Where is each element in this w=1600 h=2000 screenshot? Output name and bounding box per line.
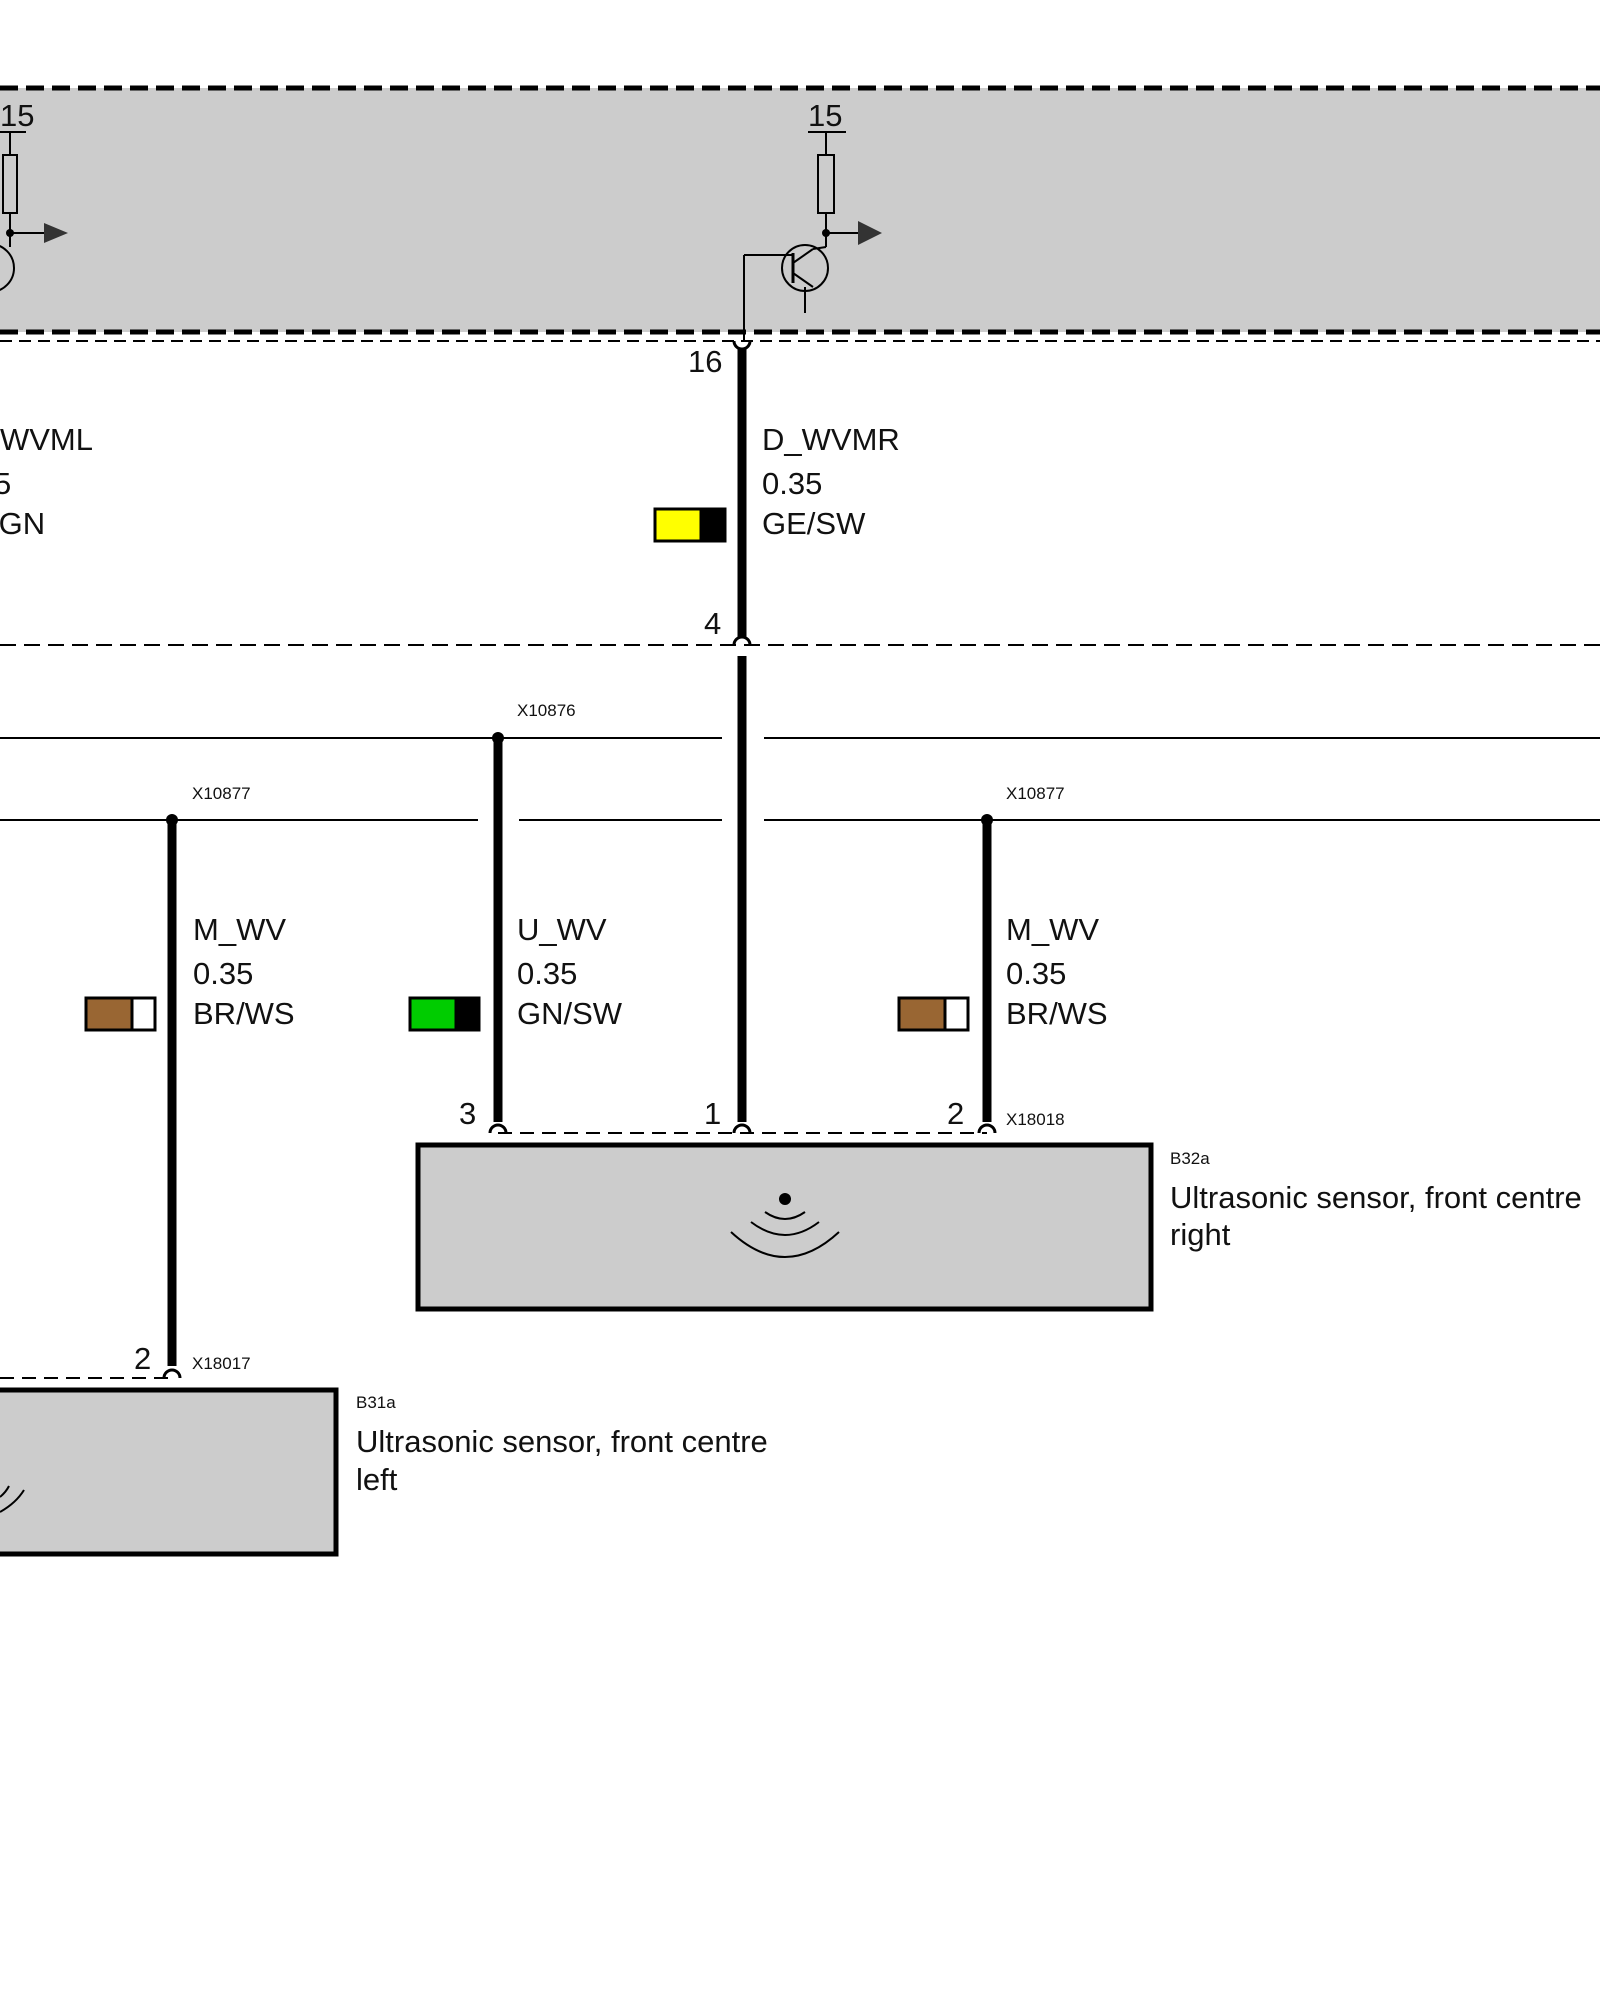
transistor-icon [0,245,15,291]
arrow-icon [858,221,882,245]
pin-3-label: 3 [459,1096,476,1131]
sensor-right [415,1142,1154,1312]
output-stage-right: 15 [743,98,882,341]
splice-x10877-left-label: X10877 [192,784,251,803]
pin-3-connector [488,1123,508,1134]
sensor-left-name-line2: left [356,1462,398,1497]
partial-wire-gauge: 5 [0,466,11,501]
pin-4-label: 4 [704,606,721,641]
pin-16-connector [732,340,752,351]
pin-2-label-left: 2 [134,1341,151,1376]
sensor-right-id: B32a [1170,1149,1210,1168]
sensor-left-body [0,1387,339,1557]
pin-1-label: 1 [704,1096,721,1131]
sensor-left-name-line1: Ultrasonic sensor, front centre [356,1424,768,1459]
wire-d-wvmr-signal: D_WVMR [762,422,900,457]
pin-2-connector-right [977,1123,997,1134]
sensor-right-name-line2: right [1170,1217,1231,1252]
connector-x18017-label: X18017 [192,1354,251,1373]
pin-2-connector-left [162,1368,182,1379]
wire-m-wv-right-signal: M_WV [1006,912,1099,947]
partial-wire-signal: WVML [0,422,93,457]
sensor-left [0,1387,339,1557]
color-swatch-ge-sw [653,507,727,543]
ultrasonic-icon [730,1193,840,1258]
sensor-left-id: B31a [356,1393,396,1412]
wire-d-wvmr-color: GE/SW [762,506,866,541]
control-unit: 15 15 [0,85,1600,342]
wire-d-wvmr-gauge: 0.35 [762,466,822,501]
color-swatch-gn-sw [408,996,481,1032]
splice-x10876-label: X10876 [517,701,576,720]
wire-u-wv-color: GN/SW [517,996,623,1031]
output-stage-left: 15 [0,98,68,291]
resistor-left [2,154,18,214]
sensor-right-body [415,1142,1154,1312]
pin-4-connector [732,635,752,646]
wire-m-wv-left-color: BR/WS [193,996,295,1031]
terminal-15-right: 15 [808,98,842,133]
wire-u-wv-signal: U_WV [517,912,607,947]
partial-wire-color: /GN [0,506,45,541]
ultrasonic-icon [0,1485,25,1513]
pin-16-label: 16 [688,344,722,379]
pin-2-label-right: 2 [947,1096,964,1131]
wire-m-wv-left-gauge: 0.35 [193,956,253,991]
wire-u-wv-gauge: 0.35 [517,956,577,991]
connector-x18018-label: X18018 [1006,1110,1065,1129]
resistor-right [817,154,835,214]
terminal-15-left: 15 [0,98,34,133]
wire-m-wv-left-signal: M_WV [193,912,286,947]
control-unit-body [0,88,1600,332]
pin-1-connector [732,1123,752,1134]
sensor-right-name-line1: Ultrasonic sensor, front centre [1170,1180,1582,1215]
wire-m-wv-right-gauge: 0.35 [1006,956,1066,991]
color-swatch-br-ws-right [897,996,970,1032]
wire-m-wv-right-color: BR/WS [1006,996,1108,1031]
transistor-icon [743,244,829,341]
arrow-icon [44,223,68,243]
splice-x10877-right-label: X10877 [1006,784,1065,803]
color-swatch-br-ws-left [84,996,157,1032]
